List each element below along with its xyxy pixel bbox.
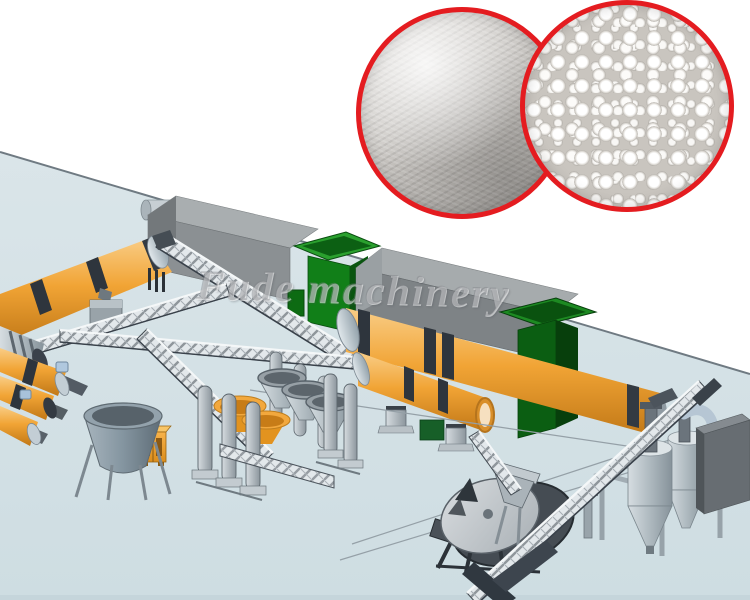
drum-support-pedestals <box>377 406 475 452</box>
rotary-granulator-drum <box>352 352 495 452</box>
output-conveyor-truss <box>462 378 722 600</box>
head-pulley-box <box>692 378 722 406</box>
belt-conveyor-truss-3 <box>59 328 367 371</box>
granule-product-photo <box>520 0 734 212</box>
belt-conveyor-truss-1 <box>152 230 361 370</box>
left-drum-cluster <box>0 326 88 446</box>
cone-hopper-bucket <box>74 402 172 501</box>
bearing-block <box>55 361 69 373</box>
chute-feed-conveyor <box>468 430 522 496</box>
crusher-machine-box <box>147 195 319 301</box>
granulator-drum-left-3 <box>0 406 42 446</box>
batching-machine <box>191 351 364 501</box>
station-output-conveyor <box>195 443 361 501</box>
screening-machine-box <box>355 247 579 361</box>
bearing-block <box>19 389 32 400</box>
granulator-drum-left-1 <box>0 348 70 396</box>
fan-housing-box <box>695 413 750 515</box>
front-support-columns <box>191 373 364 496</box>
disc-granulator <box>429 430 575 575</box>
tail-frame <box>462 562 516 600</box>
drive-motor-green <box>419 419 445 441</box>
